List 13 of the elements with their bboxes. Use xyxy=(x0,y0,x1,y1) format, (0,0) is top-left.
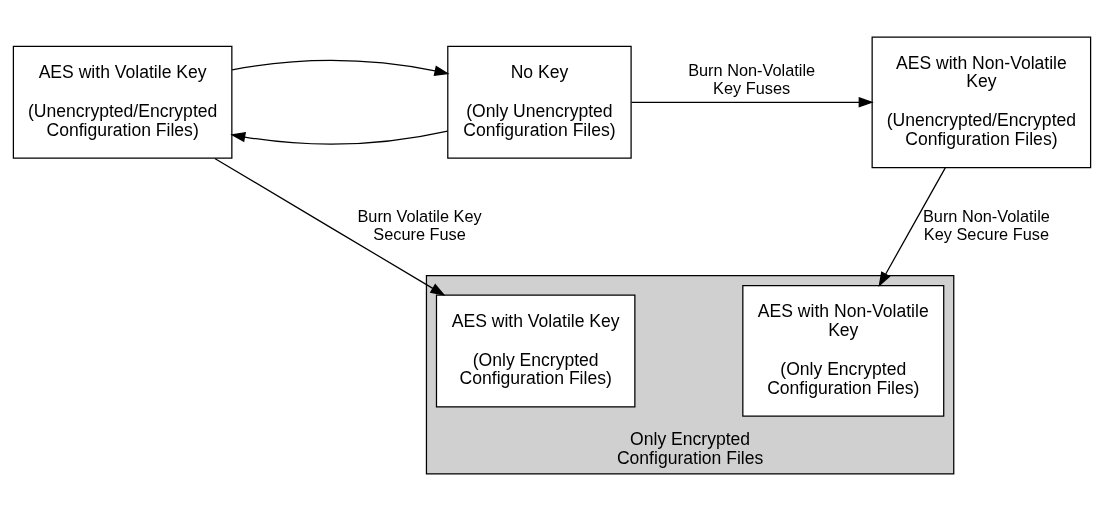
arrow xyxy=(214,157,446,296)
edge-label: Burn Non-Volatile Key Secure Fuse xyxy=(922,206,1050,243)
node-box: No Key (Only Unencrypted Configuration Files) xyxy=(447,45,632,159)
node-box: AES with Non-Volatile Key (Only Encrypted Configuration Files) xyxy=(742,284,945,417)
node-box: AES with Non-Volatile Key (Unencrypted/Encrypted Configuration Files) xyxy=(871,35,1092,168)
node-box: AES with Volatile Key (Only Encrypted Configuration Files) xyxy=(435,293,636,407)
arrow xyxy=(878,166,946,287)
arrow xyxy=(630,96,874,108)
arrow xyxy=(230,129,449,145)
edge-label: Burn Volatile Key Secure Fuse xyxy=(357,206,482,243)
node-box: AES with Volatile Key (Unencrypted/Encrypted Configuration Files) xyxy=(12,45,233,159)
arrow xyxy=(231,59,450,76)
edge-label: Burn Non-Volatile Key Fuses xyxy=(688,60,816,97)
